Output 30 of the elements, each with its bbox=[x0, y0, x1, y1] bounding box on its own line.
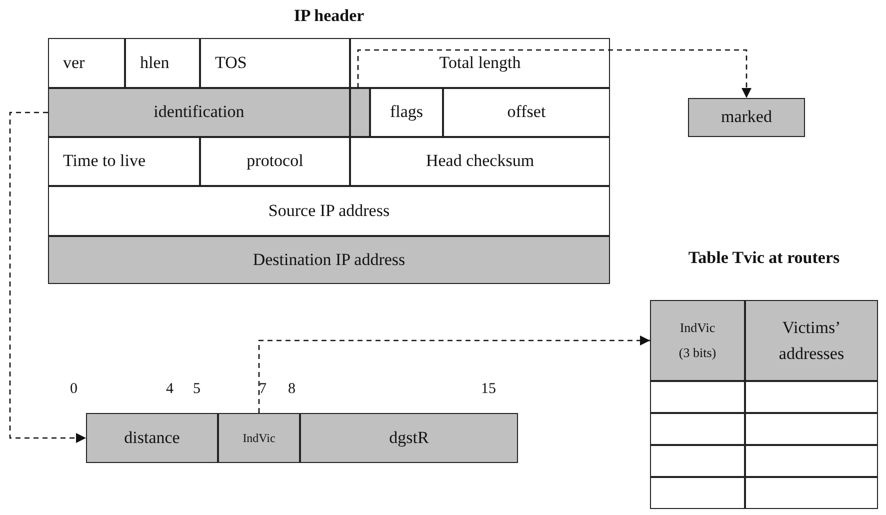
field-cell: protocol bbox=[200, 137, 350, 186]
field-cell: Destination IP address bbox=[48, 236, 610, 284]
field-cell: hlen bbox=[125, 38, 200, 88]
field-cell: ver bbox=[48, 38, 125, 88]
bit-position-label: 7 bbox=[259, 381, 266, 398]
field-cell: flags bbox=[370, 88, 443, 137]
field-cell: Head checksum bbox=[350, 137, 610, 186]
bit-position-label: 15 bbox=[481, 381, 496, 398]
field-cell: Victims’ addresses bbox=[745, 300, 878, 381]
bit-position-label: 0 bbox=[70, 381, 78, 398]
dashed-arrow bbox=[9, 112, 86, 443]
field-cell: IndVic bbox=[218, 413, 300, 463]
dashed-arrow bbox=[357, 49, 752, 98]
dashed-arrow bbox=[258, 336, 650, 413]
empty-cell bbox=[350, 88, 370, 137]
field-cell: offset bbox=[443, 88, 610, 137]
field-cell: dgstR bbox=[300, 413, 518, 463]
field-cell: Total length bbox=[350, 38, 610, 88]
field-cell: Source IP address bbox=[48, 186, 610, 236]
field-cell: distance bbox=[86, 413, 218, 463]
field-cell: marked bbox=[688, 98, 805, 137]
table-heading: IP header bbox=[292, 6, 366, 26]
bit-position-label: 4 bbox=[166, 381, 174, 398]
table-heading: Table Tvic at routers bbox=[687, 248, 841, 268]
field-cell: Time to live bbox=[48, 137, 200, 186]
bit-position-label: 8 bbox=[288, 381, 296, 398]
bit-position-label: 5 bbox=[193, 381, 200, 398]
field-cell: TOS bbox=[200, 38, 350, 88]
field-cell: IndVic (3 bits) bbox=[650, 300, 745, 381]
field-cell: identification bbox=[48, 88, 350, 137]
